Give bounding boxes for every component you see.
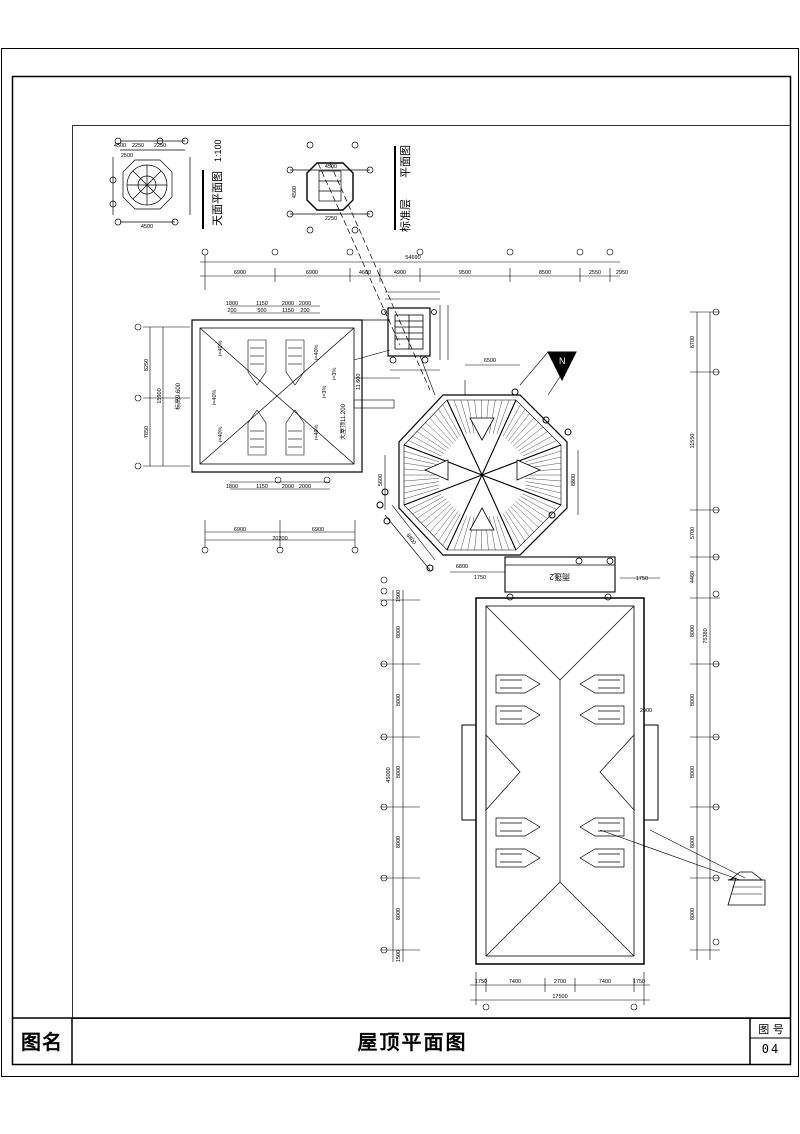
detail-b-octagon — [287, 142, 430, 390]
slope-note-f: i=3% — [332, 368, 338, 380]
small-a-dim-2: 2250 — [154, 143, 166, 149]
annotations: 天面平面图 1:100 平面图 标准层 i=40% i=40% i=40% i=… — [174, 139, 570, 582]
small-b-dim-1: 2250 — [325, 216, 337, 222]
top-dim-6: 2550 — [589, 270, 601, 276]
link-dim-2: 1750 — [636, 576, 648, 582]
hall-left-dim-3: 8000 — [396, 766, 402, 778]
small-a-dim-3: 2500 — [121, 153, 133, 159]
hall-left-dim-4: 8000 — [396, 836, 402, 848]
right-dim-7: 8000 — [690, 836, 696, 848]
hall-bottom-dimensions — [470, 972, 650, 1010]
right-dim-6: 8000 — [690, 766, 696, 778]
link-dim-0: 6800 — [456, 564, 468, 570]
drawing-area-frame — [73, 126, 791, 1019]
main-hall-roof — [462, 598, 765, 964]
hall-bottom-dim-1: 7400 — [509, 979, 521, 985]
hall-bottom-total: 17500 — [552, 994, 567, 1000]
drawing-number: 04 — [752, 1042, 790, 1056]
right-dim-8: 8000 — [690, 908, 696, 920]
north-label: N — [559, 356, 566, 366]
left-height-1: 7850 — [144, 426, 150, 438]
detail-b-title: 平面图 — [399, 145, 412, 178]
canopy-label: 雨篷2 — [549, 572, 570, 582]
dimension-texts: 6900 6900 4600 4900 9500 8500 2550 2950 54690 180… — [114, 143, 709, 1000]
title-block-name-label: 图名 — [14, 1026, 70, 1055]
top-dim-2: 4600 — [359, 270, 371, 276]
detail-a-octagon — [110, 138, 203, 229]
drawing-title: 屋顶平面图 — [75, 1026, 750, 1055]
small-a-dim-4: 4500 — [141, 224, 153, 230]
top-dim-4: 9500 — [459, 270, 471, 276]
left-bottom-total: 20200 — [272, 536, 287, 542]
elevation-c: 11.600 — [356, 374, 362, 390]
top-dim-total: 54690 — [405, 255, 420, 261]
hall-left-dim-2: 8000 — [396, 694, 402, 706]
right-dim-total: 75380 — [703, 628, 709, 643]
left-bottom-dim-1: 6900 — [312, 527, 324, 533]
top-dim-1: 6900 — [306, 270, 318, 276]
hall-left-dim-1: 8000 — [396, 626, 402, 638]
link-dim-1: 1750 — [474, 575, 486, 581]
small-a-dim-1: 2250 — [132, 143, 144, 149]
top-dim-7: 2950 — [616, 270, 628, 276]
hall-bottom-dim-4: 1750 — [633, 979, 645, 985]
left-bottom-width-2: 2000 — [282, 484, 294, 490]
left-width-1: 1150 — [256, 301, 268, 307]
left-bottom-width-1: 1150 — [256, 484, 268, 490]
detail-a-scale: 1:100 — [213, 139, 223, 162]
hall-left-dim-6: 1500 — [396, 950, 402, 962]
right-dim-3: 4460 — [690, 571, 696, 583]
slope-note-b: i=40% — [218, 426, 224, 442]
left-block-dimensions — [135, 306, 358, 553]
oct-dim-2: 5600 — [378, 474, 384, 486]
left-bottom-width-0: 1800 — [226, 484, 238, 490]
slope-note-a: i=40% — [218, 340, 224, 356]
link-dim-3: 2900 — [640, 708, 652, 714]
left-sub-1: 500 — [257, 308, 266, 314]
left-width-0: 1800 — [226, 301, 238, 307]
stair-block — [382, 292, 449, 395]
left-height-0: 8250 — [144, 359, 150, 371]
top-dim-0: 6900 — [234, 270, 246, 276]
hall-bottom-dim-0: 1750 — [475, 979, 487, 985]
oct-dim-0: 6500 — [484, 358, 496, 364]
detail-a-title: 天面平面图 — [211, 171, 224, 226]
hall-bottom-dim-2: 2700 — [554, 979, 566, 985]
oct-dim-1: 8800 — [571, 474, 577, 486]
top-dim-5: 8500 — [539, 270, 551, 276]
slope-note-g: i=3% — [322, 386, 328, 398]
left-bottom-dim-0: 6900 — [234, 527, 246, 533]
hall-left-dim-5: 8000 — [396, 908, 402, 920]
left-height-total: 15900 — [157, 388, 163, 403]
left-width-3: 2000 — [299, 301, 311, 307]
left-sub-0: 200 — [227, 308, 236, 314]
small-b-dim-0: 4500 — [292, 186, 298, 198]
detail-b-prefix: 标准层 — [398, 199, 412, 232]
small-a-dim-0: 4500 — [114, 143, 126, 149]
elevation-b: 大屋顶11.200 — [339, 403, 347, 440]
slope-note-d: i=40% — [314, 424, 320, 440]
elevation-a: 标高9.600 — [174, 382, 182, 410]
hall-left-total: 45000 — [386, 767, 392, 782]
small-b-dim-2: 4500 — [325, 164, 337, 170]
right-dim-5: 8000 — [690, 694, 696, 706]
left-bottom-width-3: 2000 — [299, 484, 311, 490]
top-dim-3: 4900 — [394, 270, 406, 276]
right-dim-2: 5700 — [690, 527, 696, 539]
left-sub-2: 1150 — [282, 308, 294, 314]
hall-bottom-dim-3: 7400 — [599, 979, 611, 985]
right-dim-0: 6700 — [690, 336, 696, 348]
left-sub-3: 200 — [300, 308, 309, 314]
slope-note-e: i=40% — [212, 389, 218, 405]
drawing-number-label: 图 号 — [752, 1021, 790, 1037]
left-width-2: 2000 — [282, 301, 294, 307]
right-dim-4: 8000 — [690, 625, 696, 637]
right-dim-1: 11550 — [690, 434, 696, 449]
hall-left-dim-0: 1500 — [396, 590, 402, 602]
slope-note-c: i=40% — [314, 344, 320, 360]
